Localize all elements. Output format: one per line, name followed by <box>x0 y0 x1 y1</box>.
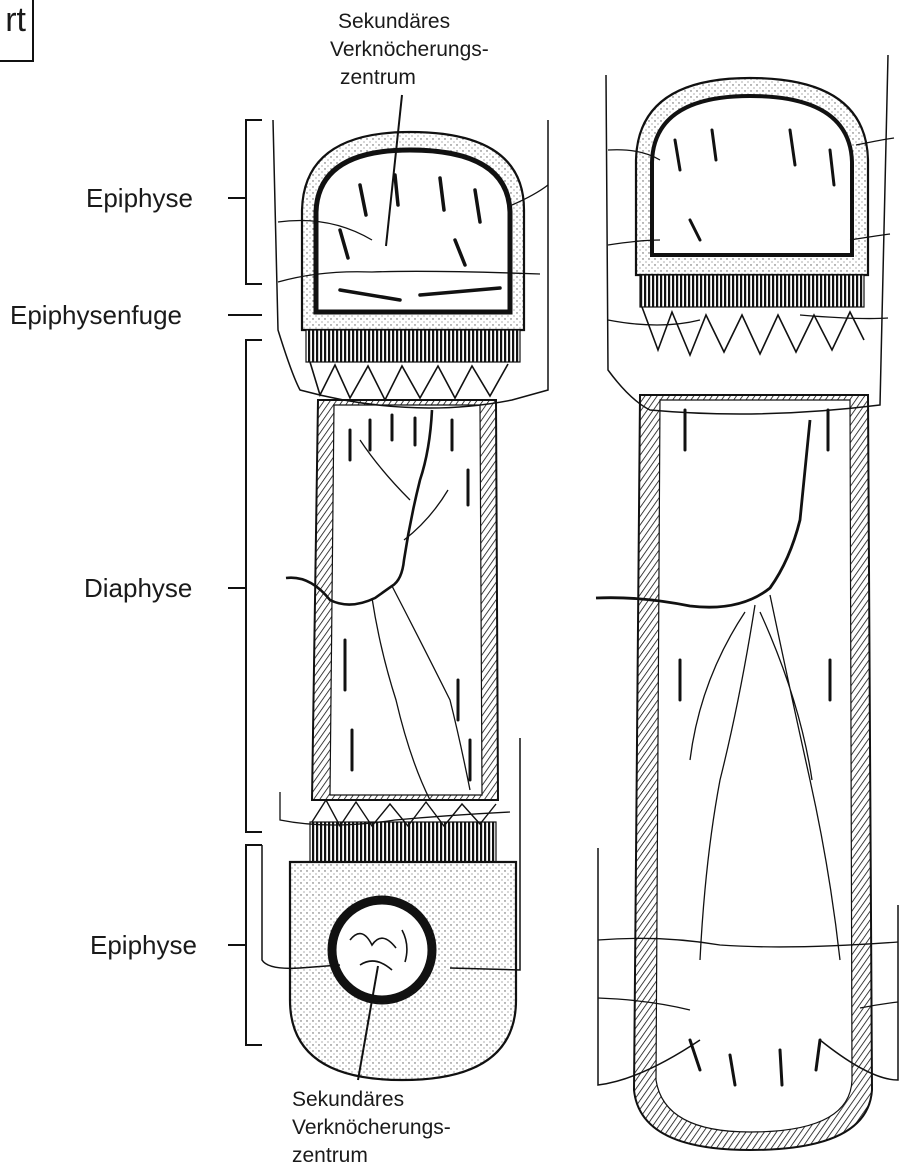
label-epiphysenfuge: Epiphysenfuge <box>10 300 182 330</box>
label-epiphyse-bottom: Epiphyse <box>90 930 197 960</box>
caption-bottom-line-1: Sekundäres <box>292 1086 451 1114</box>
caption-top-line-2: Verknöcherungs- <box>330 36 489 64</box>
left-upper-ossification-center <box>316 150 510 312</box>
left-bottom-growth-plate <box>310 822 496 862</box>
corner-fragment-box: rt <box>0 0 34 62</box>
right-bone <box>596 55 898 1150</box>
left-bone <box>262 120 548 1080</box>
left-top-growth-plate <box>306 330 520 362</box>
caption-bottom-line-3: zentrum <box>292 1142 451 1170</box>
bracket-epiphyse-bottom <box>246 845 262 1045</box>
label-epiphyse-top: Epiphyse <box>86 183 193 213</box>
left-secondary-ossification-center <box>332 900 432 1000</box>
bracket-epiphyse-top <box>246 120 262 284</box>
caption-bottom-secondary-ossification: Sekundäres Verknöcherungs- zentrum <box>292 1086 451 1170</box>
caption-top-line-3: zentrum <box>330 64 489 92</box>
caption-top-line-1: Sekundäres <box>330 8 489 36</box>
caption-bottom-line-2: Verknöcherungs- <box>292 1114 451 1142</box>
corner-fragment-text: rt <box>5 0 26 40</box>
caption-top-secondary-ossification: Sekundäres Verknöcherungs- zentrum <box>330 8 489 92</box>
right-upper-ossification <box>652 96 852 255</box>
bracket-diaphyse <box>246 340 262 832</box>
right-shaft-cavity <box>656 400 852 1132</box>
label-diaphyse: Diaphyse <box>84 573 192 603</box>
